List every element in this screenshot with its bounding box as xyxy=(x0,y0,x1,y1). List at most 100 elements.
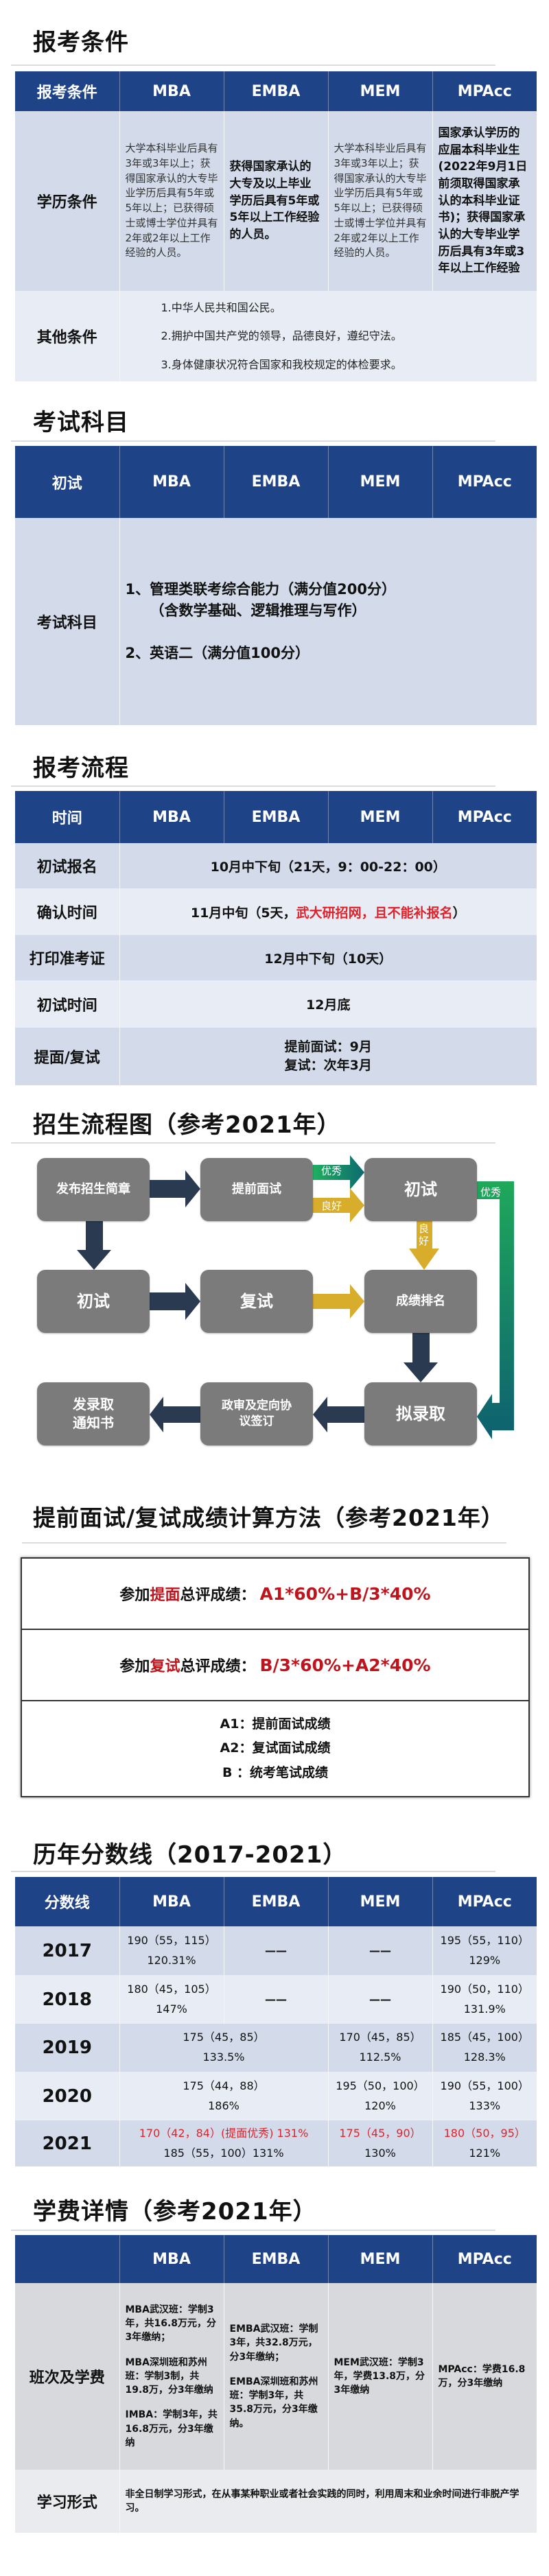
text: 总评成绩： xyxy=(180,1587,256,1604)
year: 2017 xyxy=(15,1926,119,1975)
fee-item: MBA深圳班和苏州班：学制3制，共19.8万，分3年缴纳 xyxy=(125,2356,213,2396)
arrow-down-icon xyxy=(77,1220,111,1270)
condition-item: 2.拥护中国共产党的领导，品德良好，遵纪守法。 xyxy=(161,329,402,343)
cell: 大学本科毕业后具有3年或3年以上；获得国家承认的大专毕业学历后具有5年或5年以上… xyxy=(119,111,224,291)
formula: B/3*60%+A2*40% xyxy=(259,1655,431,1675)
section-title-requirements: 报考条件 xyxy=(33,29,129,56)
step-political-review: 政审及定向协议签订 xyxy=(200,1382,313,1445)
arrow-right-icon xyxy=(150,1170,200,1207)
col-mem: MEM xyxy=(327,446,432,518)
score: 170（42，84）(提面优秀) 131% xyxy=(139,2126,309,2140)
divider xyxy=(11,2230,495,2231)
calculation-box: 参加提面总评成绩：A1*60%+B/3*40% 参加复试总评成绩：B/3*60%… xyxy=(21,1557,530,1797)
divider xyxy=(11,785,495,787)
step-ranking: 成绩排名 xyxy=(364,1270,477,1333)
fee-item: IMBA：学制3年，共16.8万元，分3年缴纳 xyxy=(125,2409,218,2449)
section-title-process: 报考流程 xyxy=(33,755,129,782)
divider xyxy=(11,440,495,442)
col-mpacc: MPAcc xyxy=(432,791,537,843)
ratio: 133% xyxy=(469,2099,501,2112)
section-title-calculation: 提前面试/复试成绩计算方法（参考2021年） xyxy=(33,1504,504,1531)
table-row: 其他条件 1.中华人民共和国公民。 2.拥护中国共产党的领导，品德良好，遵纪守法… xyxy=(15,291,537,381)
score: 185（45，100） xyxy=(440,2031,529,2044)
definition: A2：复试面试成绩 xyxy=(220,1740,331,1756)
corner-header: 报考条件 xyxy=(15,71,119,111)
year: 2018 xyxy=(15,1975,119,2024)
ratio: 112.5% xyxy=(359,2051,401,2064)
cell: 复试：次年3月 xyxy=(284,1058,372,1073)
arrow-right-good-icon xyxy=(313,1284,364,1319)
fee-item: MBA武汉班：学制3年，共16.8万元，分3年缴纳； xyxy=(125,2304,217,2343)
cell: 12月中下旬（10天） xyxy=(119,935,537,980)
text: 参加 xyxy=(119,1587,150,1604)
step-pre-admission: 拟录取 xyxy=(364,1382,477,1445)
arrow-good-icon xyxy=(313,1188,364,1222)
step-retest: 复试 xyxy=(200,1270,313,1333)
row-label: 考试科目 xyxy=(15,518,119,725)
section-title-flowchart: 招生流程图（参考2021年） xyxy=(33,1111,341,1139)
formula-retest: 参加复试总评成绩：B/3*60%+A2*40% xyxy=(22,1630,528,1701)
arrow-excellent-bypass-icon xyxy=(477,1181,514,1439)
table-row: 2020 175（44，88）186% 195（50，100）120% 190（… xyxy=(15,2072,537,2120)
row-label: 学习形式 xyxy=(15,2470,119,2533)
arrow-left-icon xyxy=(313,1397,364,1432)
formula: A1*60%+B/3*40% xyxy=(259,1583,431,1604)
ratio: 129% xyxy=(469,1953,501,1967)
section-title-subjects: 考试科目 xyxy=(33,409,129,436)
score: 175（45，85） xyxy=(183,2031,265,2044)
score: —— xyxy=(327,1926,432,1975)
row-label: 初试报名 xyxy=(15,843,119,888)
arrow-left-icon xyxy=(150,1397,200,1432)
row-label: 提面/复试 xyxy=(15,1028,119,1085)
text: 参加 xyxy=(119,1658,150,1675)
ratio: 121% xyxy=(469,2146,501,2160)
step-initial-exam: 初试 xyxy=(37,1270,150,1333)
excellent-label: 优秀 xyxy=(321,1165,342,1177)
fee-item: EMBA深圳班和苏州班：学制3年，共35.8万元，分3年缴纳。 xyxy=(229,2376,318,2429)
table-row: 2019 175（45，85）133.5% 170（45，85）112.5% 1… xyxy=(15,2024,537,2072)
divider xyxy=(11,1871,495,1872)
year: 2020 xyxy=(15,2072,119,2120)
col-emba: EMBA xyxy=(223,71,328,111)
divider xyxy=(22,1542,506,1544)
corner-header: 时间 xyxy=(15,791,119,843)
corner-header: 分数线 xyxy=(15,1877,119,1926)
table-row: 确认时间 11月中旬（5天，武大研招网，且不能补报名） xyxy=(15,888,537,935)
col-mba: MBA xyxy=(119,446,224,518)
formula-early: 参加提面总评成绩：A1*60%+B/3*40% xyxy=(22,1559,528,1630)
arrow-right-icon xyxy=(150,1283,200,1320)
subject-2: 2、英语二（满分值100分） xyxy=(125,644,309,661)
good-label: 良好 xyxy=(419,1222,430,1247)
col-mpacc: MPAcc xyxy=(432,1877,537,1926)
score: 190（55，100） xyxy=(440,2079,529,2092)
step-initial-exam: 初试 xyxy=(364,1158,477,1221)
score: 170（45，85） xyxy=(339,2031,421,2044)
col-mpacc: MPAcc xyxy=(432,2235,537,2283)
score: 190（50，110） xyxy=(440,1982,529,1996)
highlight-text: 武大研招网，且不能补报名 xyxy=(296,905,453,921)
good-label: 良好 xyxy=(321,1200,342,1212)
score: 190（55，115） xyxy=(127,1933,216,1947)
row-label: 确认时间 xyxy=(15,888,119,935)
divider xyxy=(11,1142,495,1144)
text: 总评成绩： xyxy=(180,1658,256,1675)
col-mba: MBA xyxy=(119,791,224,843)
ratio: 186% xyxy=(208,2099,240,2112)
row-label: 学历条件 xyxy=(15,111,119,291)
highlight: 复试 xyxy=(150,1658,180,1675)
corner-header xyxy=(15,2235,119,2283)
ratio: 120.31% xyxy=(147,1953,196,1967)
col-emba: EMBA xyxy=(223,446,328,518)
cell-text: ） xyxy=(452,905,466,921)
col-mem: MEM xyxy=(327,71,432,111)
ratio: 128.3% xyxy=(463,2051,506,2064)
score: 180（45，105） xyxy=(127,1982,216,1996)
cell-text: 11月中旬（5天， xyxy=(190,905,296,921)
